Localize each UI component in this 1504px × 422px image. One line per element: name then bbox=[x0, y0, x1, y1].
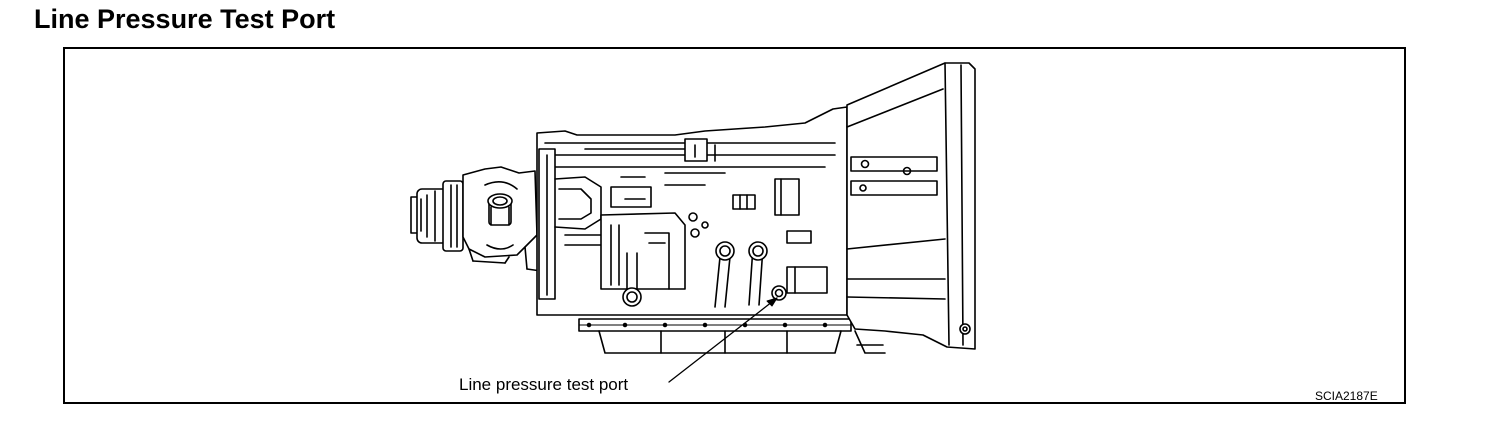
rear-extension-housing-icon bbox=[462, 166, 542, 272]
callout-leader-line bbox=[668, 297, 778, 383]
oil-pan-icon bbox=[578, 318, 852, 354]
output-flange-icon bbox=[410, 180, 464, 252]
figure-code: SCIA2187E bbox=[1315, 389, 1378, 403]
figure-frame: Line pressure test port SCIA2187E bbox=[63, 47, 1406, 404]
callout-label: Line pressure test port bbox=[459, 375, 629, 394]
bell-housing-icon bbox=[846, 62, 976, 354]
page-title: Line Pressure Test Port bbox=[34, 4, 336, 34]
valve-body-icon bbox=[600, 178, 828, 308]
transmission-illustration-icon bbox=[410, 62, 976, 383]
